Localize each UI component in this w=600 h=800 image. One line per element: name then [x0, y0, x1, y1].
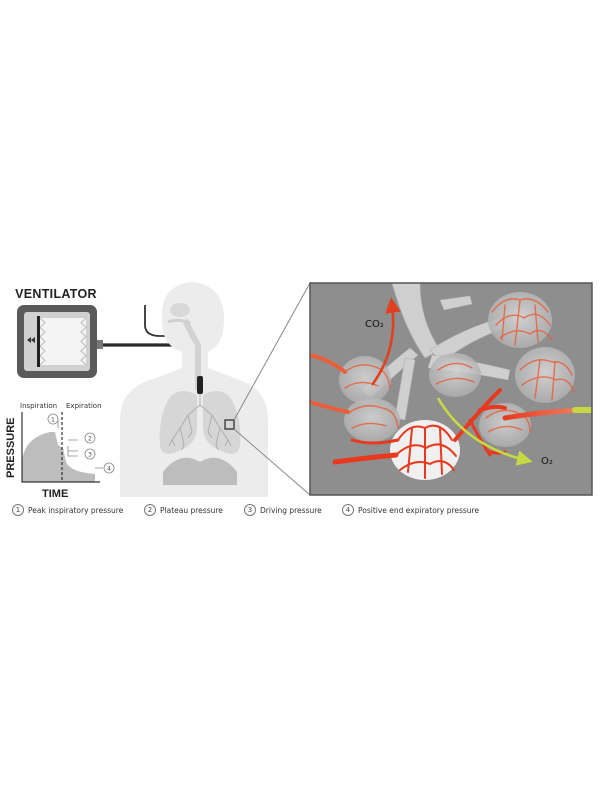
graph-xlabel: TIME	[42, 488, 68, 500]
legend-item-driving: 3 Driving pressure	[244, 503, 322, 517]
graph-ylabel: PRESSURE	[5, 417, 17, 478]
right-lung	[203, 391, 241, 454]
pressure-graph: PRESSURE TIME Inspiration Expiration 1 2…	[5, 402, 115, 500]
legend-number: 4	[342, 504, 354, 516]
svg-text:1: 1	[51, 416, 55, 424]
legend-item-peak: 1 Peak inspiratory pressure	[12, 503, 123, 517]
legend-label: Plateau pressure	[160, 505, 223, 515]
o2-arrow	[436, 397, 533, 466]
ventilator-port	[97, 340, 103, 349]
marker-3: 3	[84, 448, 96, 460]
co2-label: CO₂	[365, 319, 384, 330]
ventilator-title: VENTILATOR	[15, 287, 97, 301]
alveoli-zoom-panel: CO₂ O₂	[309, 282, 593, 496]
left-lung	[159, 391, 197, 454]
co2-arrow	[370, 297, 401, 386]
patient-body	[120, 282, 268, 497]
zoom-indicator	[224, 419, 235, 430]
legend-number: 2	[144, 504, 156, 516]
legend-item-peep: 4 Positive end expiratory pressure	[342, 503, 479, 517]
phase-inspiration: Inspiration	[20, 402, 57, 410]
blood-vessels	[310, 353, 592, 465]
graph-axes	[21, 412, 100, 483]
diaphragm	[163, 457, 237, 485]
svg-text:2: 2	[88, 435, 92, 443]
pressure-legend: 1 Peak inspiratory pressure 2 Plateau pr…	[12, 503, 592, 517]
zoom-panel-border	[309, 282, 593, 496]
svg-text:3: 3	[88, 451, 92, 459]
legend-label: Peak inspiratory pressure	[28, 505, 124, 515]
pressure-curve	[22, 432, 95, 482]
capillaries	[344, 298, 575, 479]
ventilator: VENTILATOR	[15, 287, 103, 378]
legend-label: Driving pressure	[260, 505, 322, 515]
o2-label: O₂	[541, 456, 553, 467]
phase-expiration: Expiration	[66, 402, 102, 410]
marker-2: 2	[84, 432, 96, 444]
svg-text:4: 4	[107, 465, 111, 473]
ventilator-bellows	[40, 318, 86, 365]
legend-item-plateau: 2 Plateau pressure	[144, 503, 223, 517]
legend-number: 1	[12, 504, 24, 516]
legend-number: 3	[244, 504, 256, 516]
marker-1: 1	[47, 413, 59, 425]
legend-label: Positive end expiratory pressure	[358, 505, 480, 515]
marker-4: 4	[103, 462, 115, 474]
